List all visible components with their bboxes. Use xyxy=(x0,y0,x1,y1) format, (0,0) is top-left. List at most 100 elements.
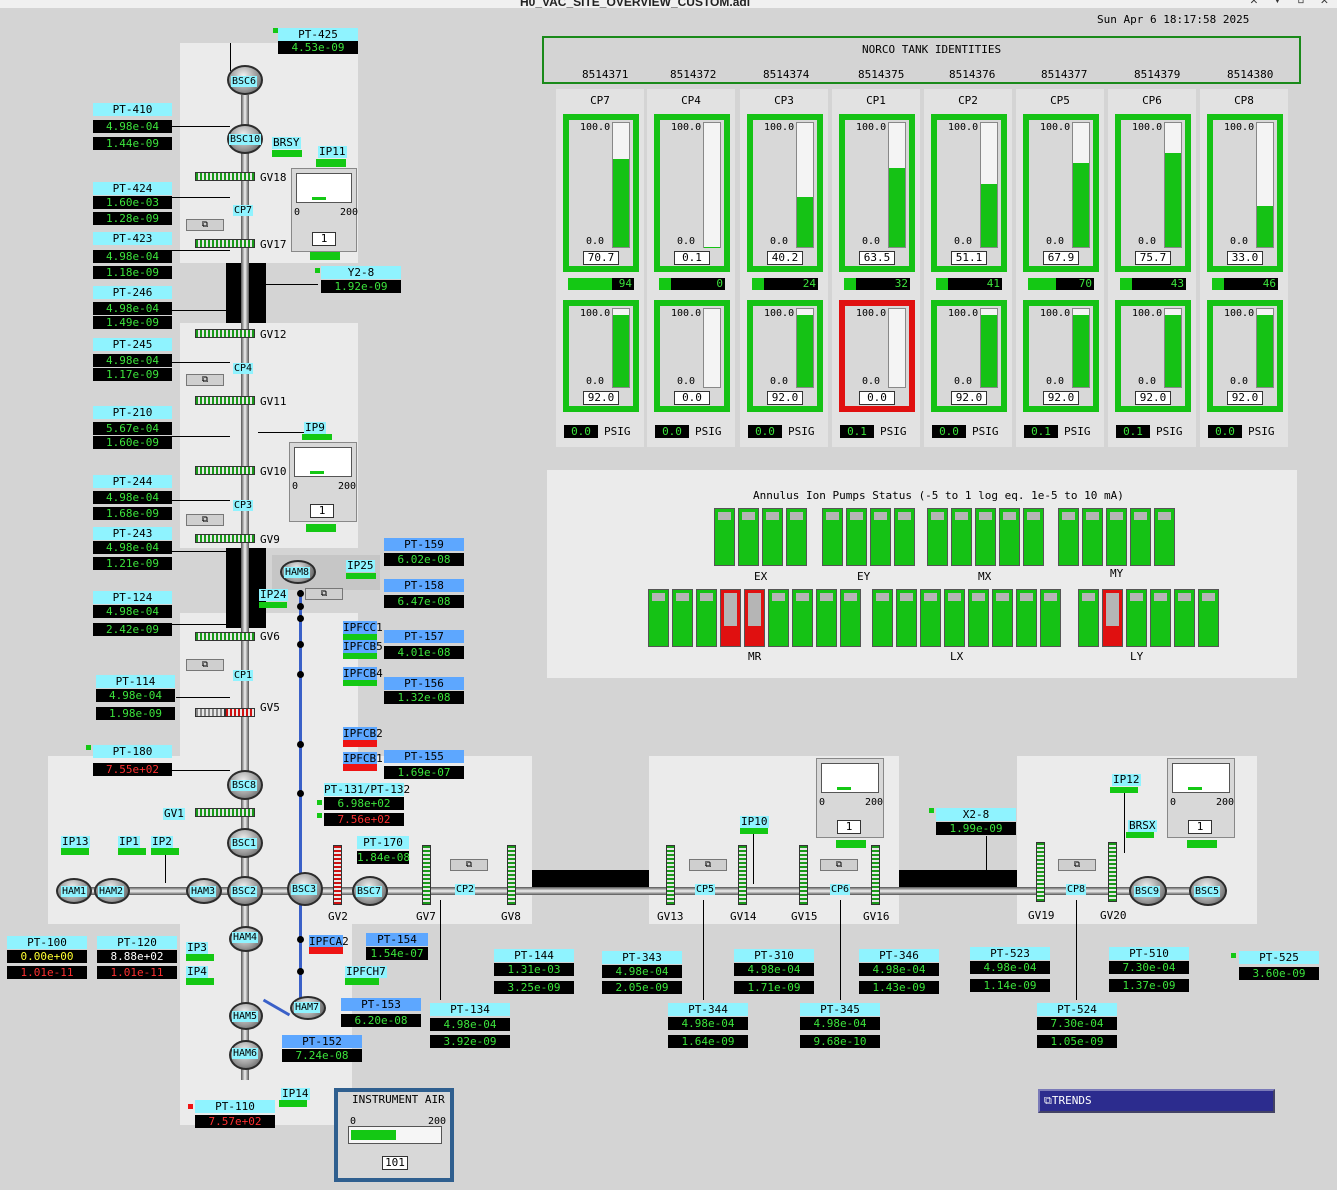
window-controls[interactable]: ✕ ▾ ▫ ✕ xyxy=(1250,0,1329,8)
ion-pump[interactable] xyxy=(846,508,867,566)
gv13-label: GV13 xyxy=(657,910,684,923)
ion-pump[interactable] xyxy=(792,589,813,647)
gate-valve-gv6[interactable] xyxy=(195,632,255,641)
pressure-track xyxy=(980,308,998,388)
psig-unit: PSIG xyxy=(880,425,907,438)
level-slider[interactable]: 94 xyxy=(568,278,634,290)
pt524-value2: 1.05e-09 xyxy=(1037,1035,1117,1048)
ion-pump[interactable] xyxy=(1130,508,1151,566)
ion-pump[interactable] xyxy=(894,508,915,566)
ion-pump[interactable] xyxy=(1106,508,1127,566)
gate-valve-gv2[interactable] xyxy=(333,845,342,905)
ion-pump[interactable] xyxy=(672,589,693,647)
gate-valve-gv17[interactable] xyxy=(195,239,255,248)
ion-pump[interactable] xyxy=(896,589,917,647)
ion-pump[interactable] xyxy=(1102,589,1123,647)
ion-pump[interactable] xyxy=(696,589,717,647)
cp5-pump-button[interactable]: ⧉ xyxy=(689,859,727,871)
ion-pump[interactable] xyxy=(1040,589,1061,647)
gate-valve-gv20[interactable] xyxy=(1108,842,1117,902)
gate-valve-gv7[interactable] xyxy=(422,845,431,905)
ion-pump[interactable] xyxy=(1150,589,1171,647)
ion-pump[interactable] xyxy=(1058,508,1079,566)
ion-pump[interactable] xyxy=(714,508,735,566)
cp2-pump-button[interactable]: ⧉ xyxy=(450,859,488,871)
cp1-pump-button[interactable]: ⧉ xyxy=(186,659,224,671)
ion-pump[interactable] xyxy=(768,589,789,647)
cp8-pump-button[interactable]: ⧉ xyxy=(1058,859,1096,871)
cp7-pump-button[interactable]: ⧉ xyxy=(186,219,224,231)
pt424-value2: 1.28e-09 xyxy=(93,212,172,225)
gate-valve-gv16[interactable] xyxy=(871,845,880,905)
bsc2-label: BSC2 xyxy=(231,886,258,897)
level-slider[interactable]: 70 xyxy=(1028,278,1094,290)
pt144-value1: 1.31e-03 xyxy=(494,963,574,976)
level-slider[interactable]: 24 xyxy=(752,278,818,290)
gate-valve-gv18[interactable] xyxy=(195,172,255,181)
gate-valve-gv12[interactable] xyxy=(195,329,255,338)
ion-pump[interactable] xyxy=(1023,508,1044,566)
ion-pump[interactable] xyxy=(744,589,765,647)
level-slider[interactable]: 41 xyxy=(936,278,1002,290)
cp4-pump-button[interactable]: ⧉ xyxy=(186,374,224,386)
gate-valve-gv19[interactable] xyxy=(1036,842,1045,902)
ion-pump[interactable] xyxy=(992,589,1013,647)
gate-valve-gv15[interactable] xyxy=(799,845,808,905)
gate-valve-gv5-left[interactable] xyxy=(195,708,225,717)
ion-pump[interactable] xyxy=(920,589,941,647)
ham8-pump-button[interactable]: ⧉ xyxy=(305,588,343,600)
ion-pump[interactable] xyxy=(738,508,759,566)
trends-button[interactable]: ⧉TRENDS xyxy=(1038,1089,1275,1113)
ion-pump[interactable] xyxy=(951,508,972,566)
ion-pump[interactable] xyxy=(927,508,948,566)
ion-pump[interactable] xyxy=(1198,589,1219,647)
ion-pump[interactable] xyxy=(1016,589,1037,647)
ion-pump[interactable] xyxy=(944,589,965,647)
connector xyxy=(440,900,441,1000)
title-bar xyxy=(0,0,1337,8)
bsc1-label: BSC1 xyxy=(231,838,258,849)
ion-pump[interactable] xyxy=(1174,589,1195,647)
ion-pump[interactable] xyxy=(648,589,669,647)
pt425-status xyxy=(273,28,278,33)
pt132-status xyxy=(317,813,322,818)
pt210-value2: 1.60e-09 xyxy=(93,436,172,449)
tank-id: 8514375 xyxy=(858,68,905,81)
level-slider[interactable]: 32 xyxy=(844,278,910,290)
gate-valve-gv5[interactable] xyxy=(225,708,255,717)
ion-pump[interactable] xyxy=(816,589,837,647)
ion-pump[interactable] xyxy=(822,508,843,566)
ip12-indicator xyxy=(1110,787,1138,793)
ion-pump[interactable] xyxy=(870,508,891,566)
ip1-indicator xyxy=(118,848,146,855)
gate-valve-gv8[interactable] xyxy=(507,845,516,905)
ion-pump[interactable] xyxy=(872,589,893,647)
ion-pump[interactable] xyxy=(762,508,783,566)
level-slider[interactable]: 43 xyxy=(1120,278,1186,290)
level-slider[interactable]: 46 xyxy=(1212,278,1278,290)
pump-cap xyxy=(1134,512,1147,520)
ion-pump[interactable] xyxy=(1154,508,1175,566)
cp6-pump-button[interactable]: ⧉ xyxy=(820,859,858,871)
ion-pump[interactable] xyxy=(1126,589,1147,647)
gv2-label: GV2 xyxy=(328,910,348,923)
pt210-value1: 5.67e-04 xyxy=(93,422,172,435)
ion-pump[interactable] xyxy=(1082,508,1103,566)
ion-pump[interactable] xyxy=(840,589,861,647)
cp3-pump-button[interactable]: ⧉ xyxy=(186,514,224,526)
gate-valve-gv1[interactable] xyxy=(195,808,255,817)
gate-valve-gv14[interactable] xyxy=(738,845,747,905)
ion-pump[interactable] xyxy=(720,589,741,647)
gate-valve-gv10[interactable] xyxy=(195,466,255,475)
gate-valve-gv13[interactable] xyxy=(666,845,675,905)
gate-valve-gv11[interactable] xyxy=(195,396,255,405)
ion-pump[interactable] xyxy=(1078,589,1099,647)
ion-pump[interactable] xyxy=(968,589,989,647)
ion-pump[interactable] xyxy=(786,508,807,566)
level-slider[interactable]: 0 xyxy=(659,278,725,290)
pump-cap xyxy=(1003,512,1016,520)
level-min: 0.0 xyxy=(1046,236,1065,247)
ion-pump[interactable] xyxy=(975,508,996,566)
gate-valve-gv9[interactable] xyxy=(195,534,255,543)
ion-pump[interactable] xyxy=(999,508,1020,566)
